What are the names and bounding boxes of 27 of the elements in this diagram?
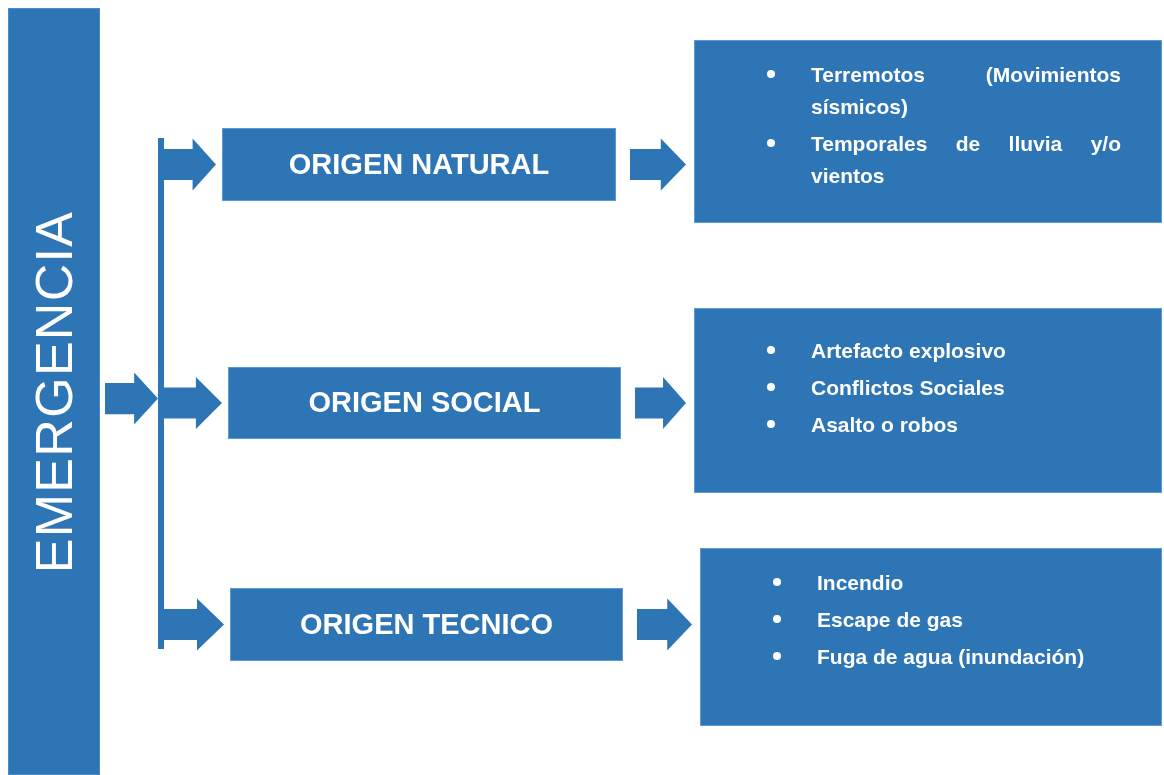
- vertical-title: EMERGENCIA: [24, 210, 84, 573]
- block-arrow: [105, 372, 158, 425]
- block-arrow: [630, 138, 686, 191]
- category-box: [230, 588, 623, 661]
- list-item: Fuga de agua (inundación): [817, 644, 1085, 670]
- block-arrow: [637, 598, 692, 651]
- list-item: Conflictos Sociales: [811, 375, 1005, 401]
- block-arrow: [164, 138, 216, 191]
- list-item: Asalto o robos: [811, 412, 958, 438]
- block-arrow: [164, 377, 222, 429]
- detail-box: [694, 308, 1162, 493]
- category-box: [228, 367, 621, 439]
- category-label: ORIGEN NATURAL: [288, 146, 550, 182]
- category-label: ORIGEN TECNICO: [300, 606, 553, 642]
- list-item: Incendio: [817, 570, 904, 596]
- block-arrow: [635, 377, 686, 429]
- category-label: ORIGEN SOCIAL: [308, 385, 541, 421]
- category-bar: [8, 8, 100, 775]
- list-item: Escape de gas: [817, 607, 963, 633]
- list-item: Terremotos (Movimientos sísmicos): [811, 62, 1121, 120]
- vertical-bar: [158, 138, 164, 649]
- list-item: Temporales de lluvia y/o vientos: [811, 131, 1121, 189]
- list-item: Artefacto explosivo: [811, 338, 1006, 364]
- block-arrow: [164, 598, 224, 651]
- category-box: [222, 128, 616, 201]
- detail-box: [700, 548, 1162, 726]
- detail-box: [694, 40, 1162, 223]
